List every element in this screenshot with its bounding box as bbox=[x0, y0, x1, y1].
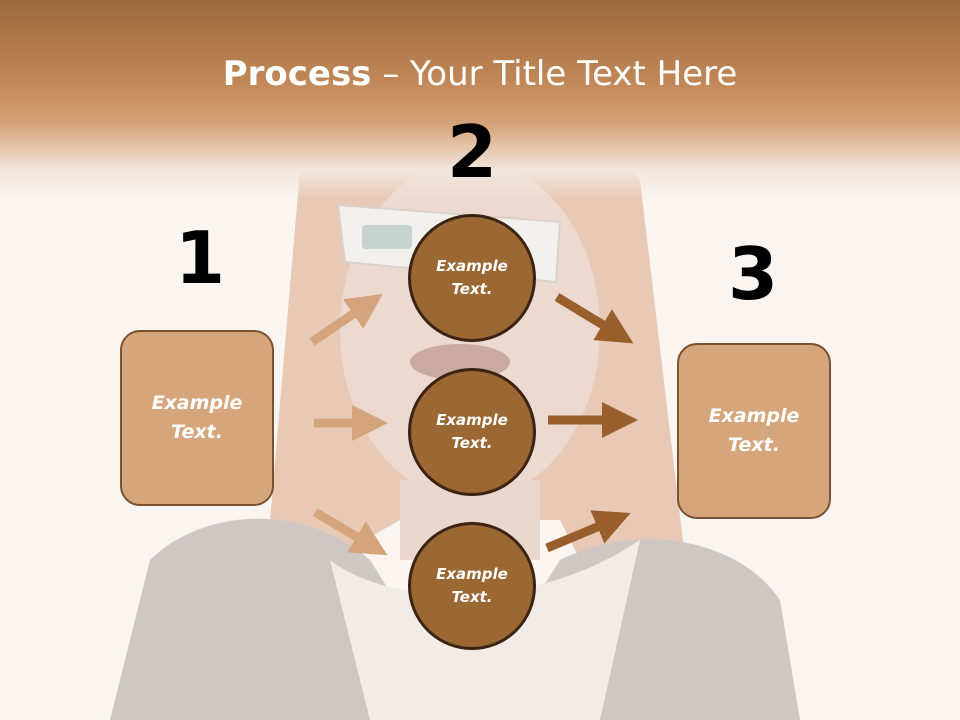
arrow-left-to-top bbox=[309, 293, 383, 346]
circle-bottom-text: Example Text. bbox=[436, 565, 508, 606]
header-band bbox=[0, 0, 960, 200]
arrow-bottom-to-right bbox=[545, 510, 631, 553]
step-number-2: 2 bbox=[446, 110, 498, 194]
circle-top: Example Text. bbox=[408, 214, 536, 342]
step-number-3: 3 bbox=[727, 232, 779, 316]
step-number-1: 1 bbox=[174, 216, 226, 300]
arrow-top-to-right bbox=[554, 293, 634, 344]
title-rest: – Your Title Text Here bbox=[371, 54, 738, 94]
left-box-text: Example Text. bbox=[151, 392, 243, 443]
right-box: Example Text. bbox=[677, 343, 831, 519]
right-box-text: Example Text. bbox=[708, 405, 800, 456]
left-box: Example Text. bbox=[120, 330, 274, 506]
arrow-left-to-bottom bbox=[312, 508, 388, 556]
circle-middle: Example Text. bbox=[408, 368, 536, 496]
circle-middle-text: Example Text. bbox=[436, 411, 508, 452]
slide-title: Process – Your Title Text Here bbox=[0, 52, 960, 96]
circle-bottom: Example Text. bbox=[408, 522, 536, 650]
circle-top-text: Example Text. bbox=[436, 257, 508, 298]
title-bold: Process bbox=[222, 54, 372, 94]
